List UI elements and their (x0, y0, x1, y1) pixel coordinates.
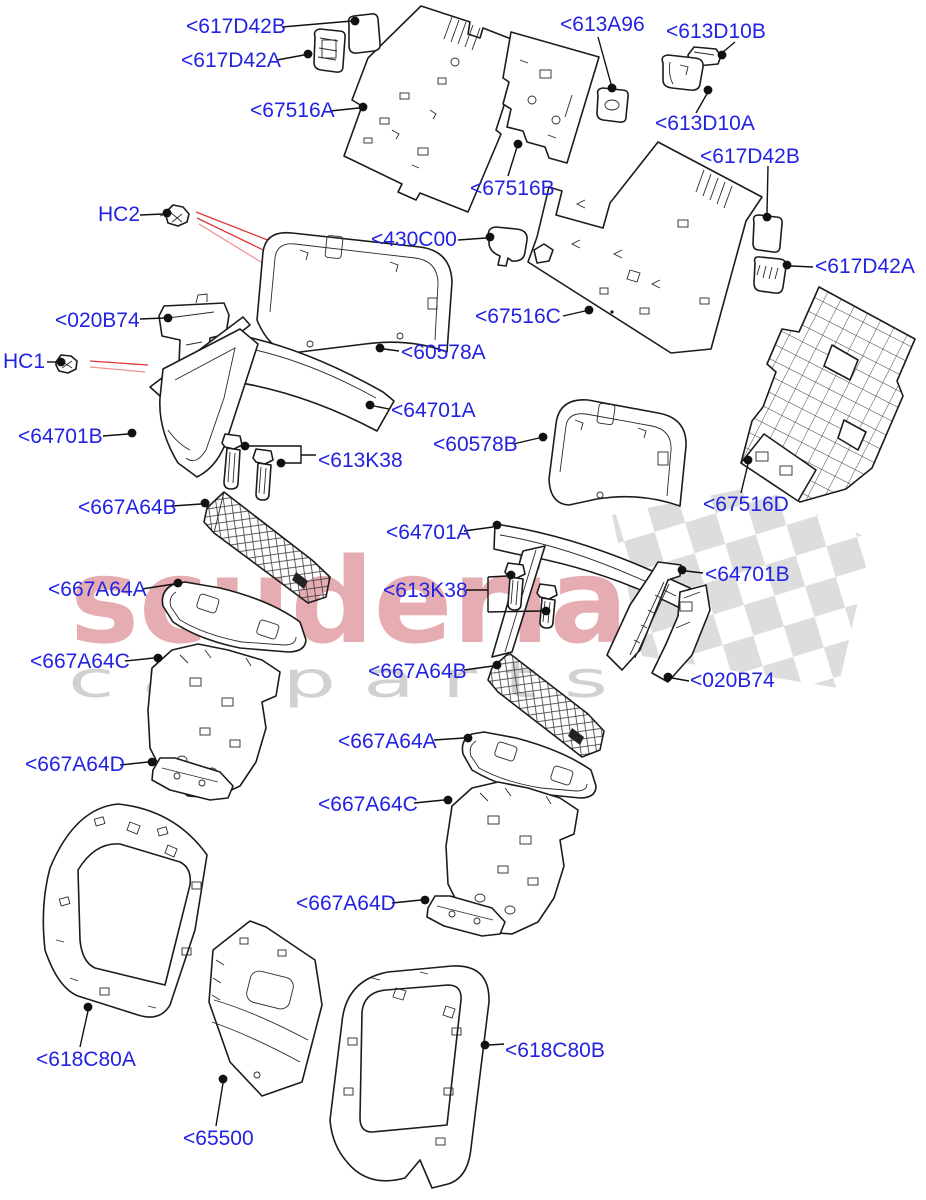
part-label-667a64a-mid[interactable]: <667A64A (338, 730, 437, 753)
part-65500-drawing (208, 920, 323, 1097)
part-label-613k38-left[interactable]: <613K38 (318, 449, 403, 472)
part-667a64a-left-drawing (161, 581, 307, 653)
part-label-64701a-left[interactable]: <64701A (391, 399, 476, 422)
part-613d10a-drawing (661, 54, 704, 91)
part-label-613k38-mid[interactable]: <613K38 (383, 579, 468, 602)
part-label-67516c[interactable]: <67516C (475, 305, 561, 328)
part-label-618c80a[interactable]: <618C80A (36, 1048, 136, 1071)
part-label-020b74-right[interactable]: <020B74 (690, 669, 775, 692)
part-617d42a-top-drawing (313, 28, 346, 73)
part-label-613d10a[interactable]: <613D10A (655, 112, 755, 135)
part-label-64701a-mid[interactable]: <64701A (386, 521, 471, 544)
part-label-667a64d-left[interactable]: <667A64D (25, 753, 125, 776)
part-67516d-drawing (740, 286, 916, 503)
part-617d42b-right-drawing (752, 214, 783, 253)
part-label-667a64a-left[interactable]: <667A64A (48, 578, 147, 601)
callout-label-hc2[interactable]: HC2 (98, 203, 141, 226)
hc2-bolt-icon (159, 204, 190, 227)
part-667a64b-mid-drawing (487, 652, 605, 758)
part-020b74-right-drawing (651, 584, 711, 683)
part-label-618c80b[interactable]: <618C80B (505, 1039, 605, 1062)
part-label-617d42a-right[interactable]: <617D42A (815, 255, 915, 278)
leader-lines (47, 16, 814, 1127)
part-label-60578a[interactable]: <60578A (401, 341, 486, 364)
part-label-67516d[interactable]: <67516D (703, 493, 789, 516)
part-label-667a64c-mid[interactable]: <667A64C (318, 793, 418, 816)
part-label-667a64b-mid[interactable]: <667A64B (368, 660, 467, 683)
part-667a64a-mid-drawing (461, 731, 597, 799)
part-label-60578b[interactable]: <60578B (433, 433, 518, 456)
part-label-617d42b-top[interactable]: <617D42B (186, 15, 286, 38)
part-label-667a64b-left[interactable]: <667A64B (78, 496, 177, 519)
part-label-67516a[interactable]: <67516A (250, 99, 335, 122)
part-label-430c00[interactable]: <430C00 (371, 228, 457, 251)
callout-label-hc1[interactable]: HC1 (3, 350, 46, 373)
part-label-67516b[interactable]: <67516B (470, 177, 555, 200)
part-613a96-drawing (596, 87, 629, 123)
part-label-65500[interactable]: <65500 (183, 1127, 254, 1150)
part-617d42a-right-drawing (753, 256, 787, 294)
part-667a64d-left-drawing (151, 757, 234, 801)
part-67516c-drawing (527, 141, 763, 354)
part-label-020b74-left[interactable]: <020B74 (55, 309, 140, 332)
part-667a64b-left-drawing (203, 491, 331, 604)
part-label-613a96[interactable]: <613A96 (560, 13, 645, 36)
part-label-617d42a-top[interactable]: <617D42A (181, 49, 281, 72)
part-613k38-left-drawing (221, 433, 316, 501)
part-label-617d42b-right[interactable]: <617D42B (700, 145, 800, 168)
part-67516b-drawing (502, 31, 600, 164)
part-label-64701b-left[interactable]: <64701B (18, 425, 103, 448)
part-618c80b-drawing (329, 965, 490, 1189)
hc1-pointer-lines (89, 360, 149, 373)
part-label-64701b-right[interactable]: <64701B (705, 563, 790, 586)
part-618c80a-drawing (42, 803, 208, 1018)
part-label-667a64c-left[interactable]: <667A64C (30, 650, 130, 673)
part-667a64d-mid-drawing (426, 895, 506, 937)
part-label-667a64d-mid[interactable]: <667A64D (296, 892, 396, 915)
part-label-613d10b[interactable]: <613D10B (666, 20, 766, 43)
part-60578b-drawing (548, 399, 687, 507)
part-430c00-drawing (487, 226, 554, 267)
